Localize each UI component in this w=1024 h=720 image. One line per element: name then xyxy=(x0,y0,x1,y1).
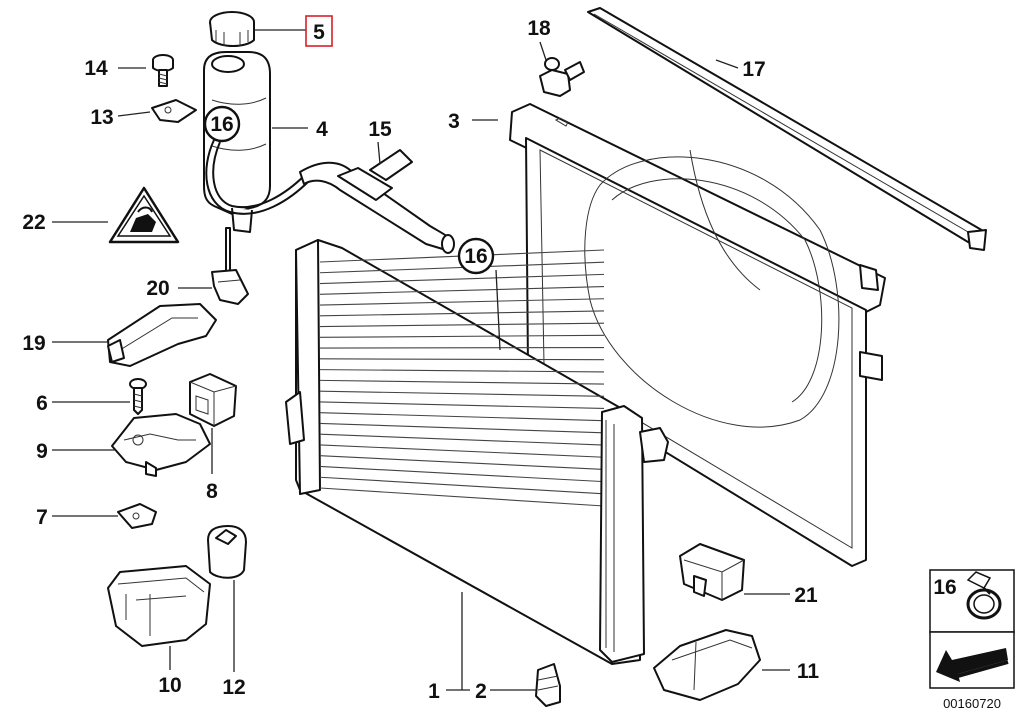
air-duct-left-drawing[interactable] xyxy=(107,565,211,647)
radiator-fin xyxy=(319,390,605,397)
callout-circle-16b xyxy=(457,237,495,275)
part-label-11[interactable]: 11 xyxy=(797,660,820,683)
part-label-16-circle-right[interactable]: 16 xyxy=(464,245,487,268)
radiator-fin xyxy=(319,401,605,410)
mounting-plate-drawing[interactable] xyxy=(151,99,197,123)
hose-clamp-legend: 16 xyxy=(929,569,1015,633)
legend-number: 16 xyxy=(933,576,956,599)
radiator-fin xyxy=(319,487,605,507)
cover-bracket-drawing[interactable] xyxy=(679,543,745,601)
highlight-box xyxy=(305,15,333,47)
part-label-9[interactable]: 9 xyxy=(36,440,48,463)
radiator-fin xyxy=(319,334,605,338)
push-clip-drawing[interactable] xyxy=(539,57,585,97)
coolant-hose-drawing[interactable] xyxy=(299,149,455,254)
part-label-5[interactable]: 5 xyxy=(313,21,325,44)
grommet-drawing[interactable] xyxy=(207,525,247,579)
radiator-fin xyxy=(319,310,605,317)
fan-shroud-drawing[interactable] xyxy=(509,103,886,567)
warning-triangle-icon xyxy=(108,186,180,244)
radiator-fin xyxy=(319,322,605,328)
radiator-fin xyxy=(319,444,605,458)
part-label-15[interactable]: 15 xyxy=(368,118,392,141)
radiator-fin xyxy=(319,286,605,295)
part-label-13[interactable]: 13 xyxy=(90,106,113,129)
part-label-22[interactable]: 22 xyxy=(22,211,45,234)
level-sensor-drawing[interactable] xyxy=(211,227,249,305)
radiator-fin xyxy=(319,358,605,361)
part-label-12[interactable]: 12 xyxy=(222,676,245,699)
radiator-fin xyxy=(319,298,605,306)
seal-strip-drawing[interactable] xyxy=(587,7,987,251)
radiator-fin xyxy=(319,476,605,495)
holder-bracket-drawing[interactable] xyxy=(111,413,211,477)
part-label-14[interactable]: 14 xyxy=(84,57,108,80)
bolt-drawing[interactable] xyxy=(152,54,174,87)
air-duct-right-drawing[interactable] xyxy=(653,629,761,701)
part-label-2[interactable]: 2 xyxy=(475,680,487,703)
callout-circle-16a xyxy=(203,105,241,143)
radiator-fin xyxy=(319,346,605,349)
part-label-19[interactable]: 19 xyxy=(22,332,45,355)
direction-arrow-icon xyxy=(936,648,1008,682)
part-label-16-circle-left[interactable]: 16 xyxy=(210,113,233,136)
radiator-fin xyxy=(319,273,605,285)
tank-cap-drawing[interactable] xyxy=(209,11,255,47)
part-label-8[interactable]: 8 xyxy=(206,480,218,503)
radiator-bracket-drawing[interactable] xyxy=(107,303,217,367)
part-label-4[interactable]: 4 xyxy=(316,118,328,141)
part-label-10[interactable]: 10 xyxy=(158,674,181,697)
part-label-18[interactable]: 18 xyxy=(527,17,551,40)
clip-nut-drawing[interactable] xyxy=(117,503,157,529)
part-label-17[interactable]: 17 xyxy=(742,58,765,81)
radiator-fin xyxy=(319,455,605,470)
part-label-3[interactable]: 3 xyxy=(448,110,460,133)
drain-plug-drawing[interactable] xyxy=(535,663,561,707)
part-label-1[interactable]: 1 xyxy=(428,680,440,703)
part-label-7[interactable]: 7 xyxy=(36,506,48,529)
hose-clamp-icon xyxy=(966,571,1002,620)
radiator-fin xyxy=(319,465,605,483)
radiator-core-drawing[interactable] xyxy=(285,239,669,665)
radiator-fin xyxy=(319,422,605,434)
radiator-fin xyxy=(319,379,605,385)
part-label-6[interactable]: 6 xyxy=(36,392,48,415)
part-label-21[interactable]: 21 xyxy=(794,584,818,607)
rubber-mount-drawing[interactable] xyxy=(189,373,237,427)
radiator-fin xyxy=(319,433,605,446)
radiator-fin xyxy=(319,369,605,373)
screw-drawing[interactable] xyxy=(129,378,147,415)
radiator-fin xyxy=(319,412,605,422)
arrow-legend xyxy=(929,631,1015,689)
reference-code: 00160720 xyxy=(943,696,1001,711)
part-label-20[interactable]: 20 xyxy=(146,277,169,300)
